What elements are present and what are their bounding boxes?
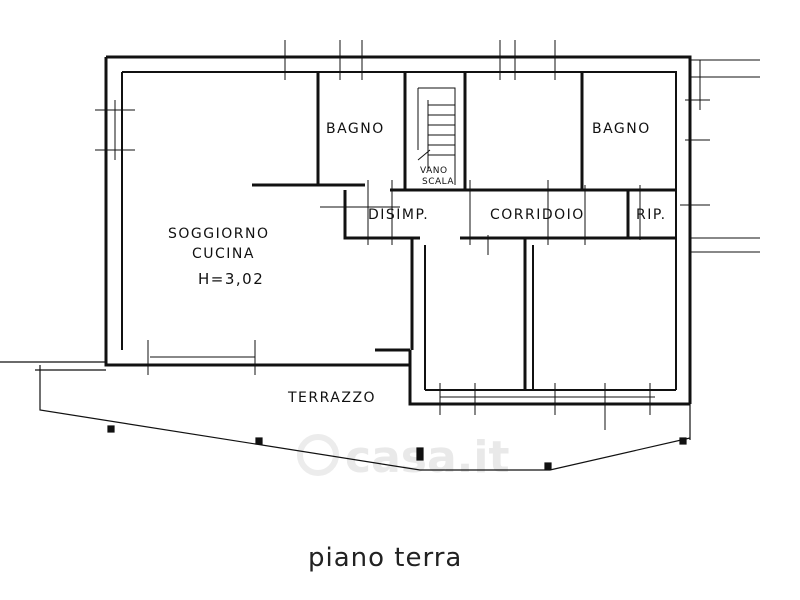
label-bagno-right: BAGNO	[592, 121, 651, 137]
outer-wall-south	[408, 350, 690, 406]
label-disimp: DISIMP.	[368, 207, 429, 223]
label-soggiorno: SOGGIORNO	[168, 226, 269, 242]
label-scala: SCALA	[422, 177, 454, 187]
door-marks	[320, 180, 710, 255]
outer-walls	[104, 55, 692, 406]
interior-walls	[252, 72, 676, 390]
window-marks	[95, 40, 760, 430]
label-terrazzo: TERRAZZO	[287, 390, 376, 406]
label-height: H=3,02	[198, 270, 264, 288]
label-corridoio: CORRIDOIO	[490, 207, 585, 223]
staircase	[417, 87, 456, 185]
watermark-text: casa.it	[345, 432, 509, 483]
watermark: casa.it	[297, 432, 509, 483]
terrace-outline	[0, 361, 691, 471]
label-cucina: CUCINA	[192, 246, 255, 262]
wall-disimp	[343, 190, 420, 240]
outer-wall-north-east	[106, 55, 692, 404]
label-vano: VANO	[420, 166, 448, 176]
label-bagno-left: BAGNO	[326, 121, 385, 137]
inner-wall-north	[122, 71, 677, 390]
outer-wall-west-south	[104, 57, 410, 367]
plan-caption: piano terra	[308, 543, 462, 573]
label-rip: RIP.	[636, 207, 667, 223]
